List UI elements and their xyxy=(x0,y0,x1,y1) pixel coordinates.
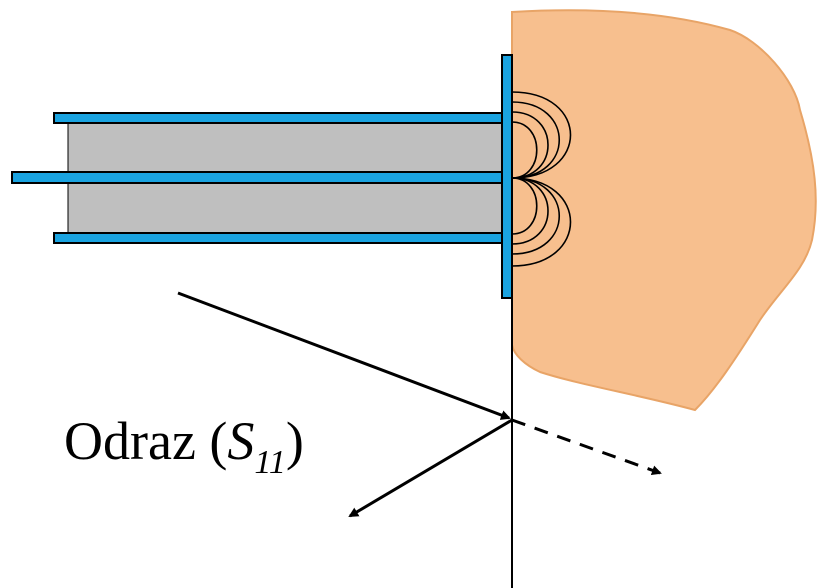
label-subscript: 11 xyxy=(254,444,285,481)
probe-flange xyxy=(501,54,513,299)
label-symbol: S xyxy=(227,411,254,471)
field-lines-lower xyxy=(511,177,572,267)
field-lines-upper xyxy=(511,91,572,179)
reflected-arrow xyxy=(348,418,513,518)
outer-conductor-bottom xyxy=(53,232,513,244)
inner-conductor xyxy=(11,171,513,184)
transmitted-arrow xyxy=(511,418,662,476)
tissue-sample xyxy=(511,9,817,412)
incident-arrow xyxy=(177,291,511,420)
reflection-label: Odraz (S11) xyxy=(64,411,304,481)
label-suffix: ) xyxy=(286,411,304,471)
outer-conductor-top xyxy=(53,112,513,124)
label-prefix: Odraz ( xyxy=(64,411,227,471)
